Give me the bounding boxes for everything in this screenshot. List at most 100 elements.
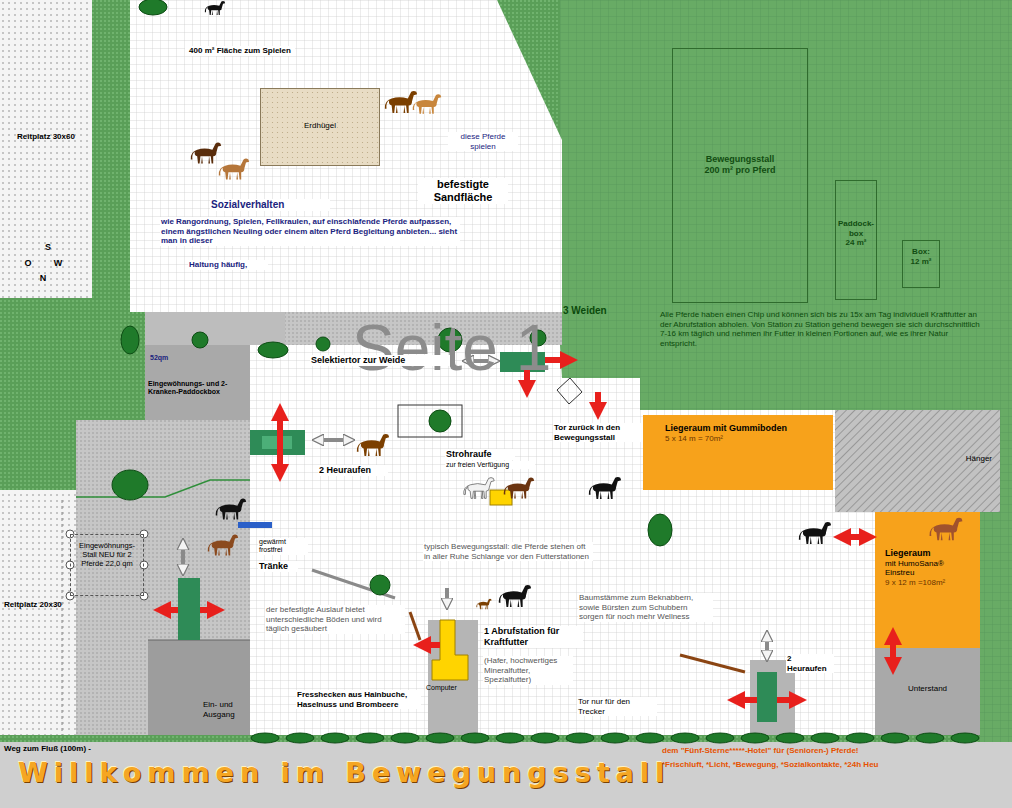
box-text: Box: xyxy=(905,247,937,257)
feeder-note: (Hafer, hochwertiges Mineralfutter, Spez… xyxy=(483,656,573,685)
fence-line xyxy=(557,378,582,404)
feeder-label: 2 Heuraufen xyxy=(318,465,388,476)
tree xyxy=(370,575,390,595)
ground-area xyxy=(643,415,833,490)
horse-figure xyxy=(476,599,491,609)
tree xyxy=(321,733,349,743)
tree xyxy=(776,733,804,743)
box-text: Reitplatz 30x60 xyxy=(4,132,88,142)
box-text: Bewegungsstall xyxy=(679,154,801,165)
gate xyxy=(178,578,200,640)
horse-figure xyxy=(589,477,621,499)
gate xyxy=(757,672,777,722)
gate xyxy=(178,352,777,722)
direction-arrow xyxy=(890,642,896,660)
tree-log xyxy=(680,655,745,672)
feeder-label: 2 Heuraufen xyxy=(786,654,834,673)
area-box: Paddock-box24 m² xyxy=(835,180,877,300)
fence-line xyxy=(398,405,462,437)
tree xyxy=(461,733,489,743)
ground-area xyxy=(145,312,285,345)
path-label: Weg zum Fluß (100m) - xyxy=(4,744,164,754)
horse-figure xyxy=(504,478,534,499)
horse-figure xyxy=(799,522,831,544)
description-text: Haltung häufig, xyxy=(188,260,268,270)
ground-area xyxy=(560,0,1012,410)
horse-figure xyxy=(219,159,249,180)
section-heading: Sozialverhalten xyxy=(210,199,330,211)
direction-arrow xyxy=(428,642,440,648)
direction-arrow xyxy=(742,697,757,703)
direction-arrow xyxy=(848,534,862,540)
gate-label: Tor nur für den Trecker xyxy=(577,697,657,716)
tree xyxy=(846,733,874,743)
description-text: Baumstämme zum Beknabbern, sowie Bürsten… xyxy=(578,593,713,622)
feeder xyxy=(432,490,512,680)
compass-letter: O xyxy=(22,258,34,269)
box-text: 5 x 14 m = 70m² xyxy=(665,434,827,444)
area-note: 400 m² Fläche zum Spielen xyxy=(185,46,295,56)
description-text: wie Rangordnung, Spielen, Fellkraulen, a… xyxy=(160,217,460,246)
tree xyxy=(811,733,839,743)
tree xyxy=(601,733,629,743)
tree xyxy=(916,733,944,743)
page-title: Willkommen im Bewegungsstall xyxy=(18,757,670,788)
ground-area xyxy=(76,480,250,497)
tree xyxy=(531,733,559,743)
earth-mound: Erdhügel xyxy=(260,88,380,166)
watermark: Seite 1 xyxy=(352,310,652,387)
tree xyxy=(251,733,279,743)
gate-label: Tor zurück in den Bewegungsstall xyxy=(553,423,643,442)
box-text: Unterstand xyxy=(879,684,976,694)
area-name: befestigte Sandfläche xyxy=(418,178,508,204)
riding-arena: Reitplatz 20x30 xyxy=(0,598,76,622)
fence-line xyxy=(312,570,395,598)
stable-box: Eingewöhnungs-Stall NEU für 2 Pferde 22,… xyxy=(70,534,144,596)
area-box: Bewegungsstall200 m² pro Pferd xyxy=(672,48,808,303)
ground-area xyxy=(0,742,1012,808)
tree xyxy=(356,733,384,743)
box-text: Reitplatz 20x30 xyxy=(4,600,72,610)
description-text: Alle Pferde haben einen Chip und können … xyxy=(660,310,985,348)
horse-figure xyxy=(208,535,238,556)
shelter: Unterstand xyxy=(875,648,980,735)
tree xyxy=(139,0,167,15)
box-text: mit HumoSana® Einstreu xyxy=(885,559,974,578)
tree xyxy=(951,733,979,743)
direction-arrow xyxy=(168,360,893,700)
area-box: Box:12 m² xyxy=(902,240,940,288)
riding-arena: Reitplatz 30x60 xyxy=(0,0,92,298)
tree xyxy=(316,337,330,351)
water-label: Tränke xyxy=(258,561,298,572)
gate-label: Selektiertor zur Weide xyxy=(310,355,450,366)
slogan-text: dem "Fünf-Sterne*****-Hotel" für (Senior… xyxy=(662,746,1002,756)
feeder-label: Strohraufe xyxy=(445,449,515,460)
tree xyxy=(286,733,314,743)
compass-letter: S xyxy=(42,242,54,253)
corner-post xyxy=(66,530,148,600)
tree xyxy=(391,733,419,743)
tree xyxy=(671,733,699,743)
fence-line xyxy=(148,378,582,640)
feeder-note: zur freien Verfügung xyxy=(445,461,535,469)
passage-arrow xyxy=(765,640,769,652)
ground-area xyxy=(835,410,1000,512)
dimension-label: 52qm xyxy=(150,354,184,362)
ground-area xyxy=(875,648,980,735)
box-text: Paddock-box xyxy=(838,219,874,238)
passage-arrow xyxy=(445,588,449,600)
ground-area xyxy=(250,345,980,735)
tree xyxy=(648,514,672,546)
description-text: typisch Bewegungsstall: die Pferde stehe… xyxy=(423,542,593,561)
box-text: 12 m² xyxy=(905,257,937,267)
tree xyxy=(566,733,594,743)
ground-area xyxy=(0,490,76,735)
passage-arrow xyxy=(183,361,767,652)
corner-post xyxy=(140,561,148,569)
horse-figure xyxy=(464,478,494,499)
tree xyxy=(429,410,451,432)
tree xyxy=(636,733,664,743)
horse-figure xyxy=(357,434,389,456)
